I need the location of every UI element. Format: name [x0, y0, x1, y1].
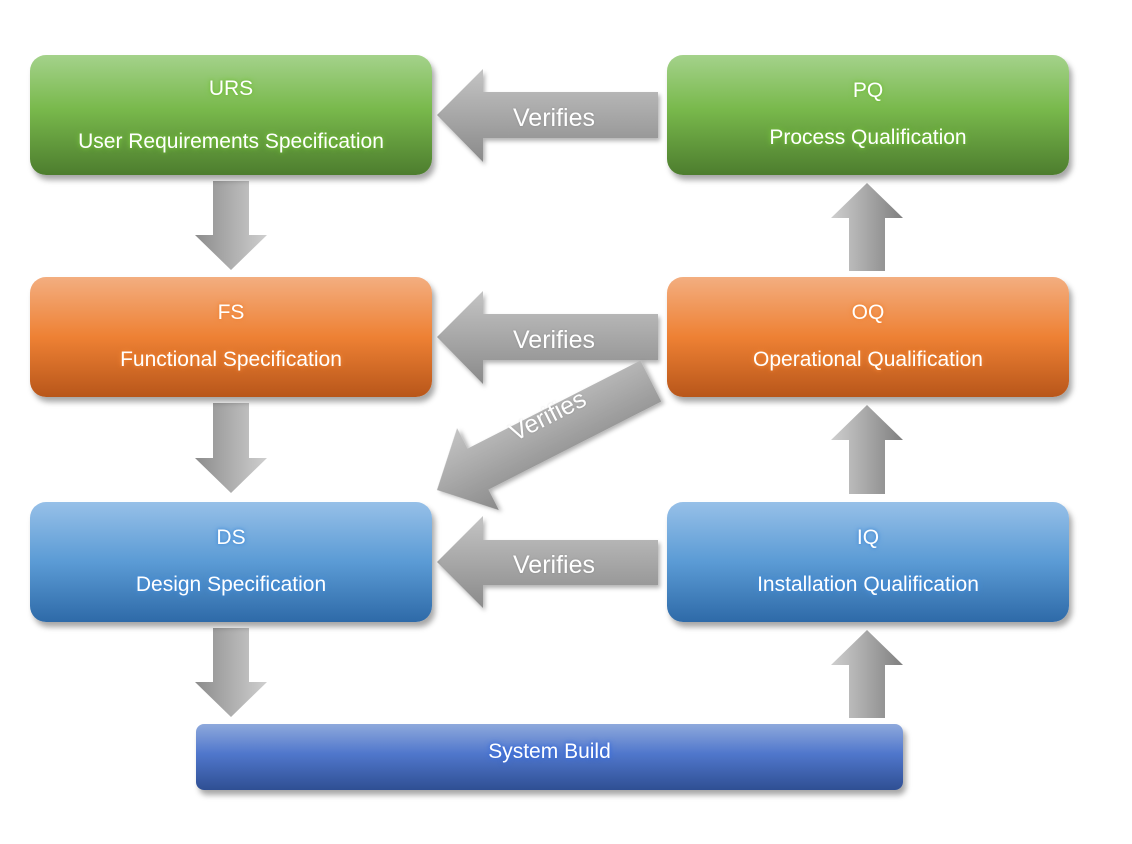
node-iq-name: Installation Qualification [757, 573, 979, 596]
node-oq: OQ Operational Qualification [667, 277, 1069, 397]
node-oq-abbr: OQ [851, 301, 885, 324]
node-fs-abbr: FS [217, 301, 245, 324]
node-system-build: System Build [196, 724, 903, 790]
node-iq-abbr: IQ [856, 526, 880, 549]
arrow-pq-verifies-urs [437, 69, 658, 162]
node-pq: PQ Process Qualification [667, 55, 1069, 175]
node-ds-abbr: DS [216, 526, 246, 549]
verifies-label-pq-urs: Verifies [513, 104, 595, 132]
node-fs: FS Functional Specification [30, 277, 432, 397]
node-urs-abbr: URS [208, 77, 254, 100]
node-ds-name: Design Specification [135, 573, 327, 596]
node-pq-abbr: PQ [852, 79, 884, 102]
node-urs-name: User Requirements Specification [78, 130, 384, 153]
node-iq: IQ Installation Qualification [667, 502, 1069, 622]
node-ds: DS Design Specification [30, 502, 432, 622]
node-urs: URS User Requirements Specification [30, 55, 432, 175]
node-system-build-name: System Build [488, 740, 611, 763]
verifies-label-oq-fs: Verifies [513, 326, 595, 354]
arrow-ds-to-build [195, 628, 267, 717]
verifies-label-iq-ds: Verifies [513, 551, 595, 579]
arrow-oq-verifies-ds [437, 360, 662, 511]
arrow-fs-to-ds [195, 403, 267, 493]
node-fs-name: Functional Specification [120, 348, 342, 371]
arrow-build-to-iq [831, 630, 903, 718]
arrow-oq-to-pq [831, 183, 903, 271]
arrow-iq-to-oq [831, 405, 903, 494]
arrow-oq-verifies-fs [437, 291, 658, 384]
arrow-iq-verifies-ds [437, 516, 658, 608]
node-pq-name: Process Qualification [769, 126, 967, 149]
node-oq-name: Operational Qualification [753, 348, 983, 371]
arrow-urs-to-fs [195, 181, 267, 270]
